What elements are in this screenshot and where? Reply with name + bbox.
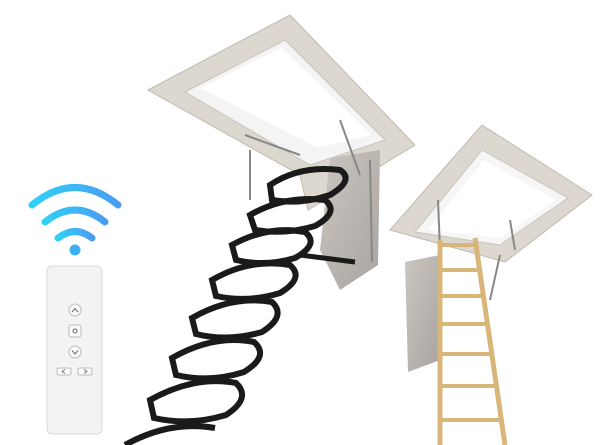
down-arrow-icon[interactable] <box>68 345 82 359</box>
wifi-dot <box>69 244 81 256</box>
wifi-icon <box>28 184 122 242</box>
left-arrow-icon[interactable] <box>56 367 72 376</box>
remote-control <box>46 265 103 435</box>
stop-icon[interactable] <box>68 324 82 338</box>
attic-hatch-large <box>146 14 416 290</box>
attic-hatch-small <box>389 124 593 372</box>
scissor-ladder <box>123 166 356 445</box>
wooden-ladder <box>437 237 508 445</box>
up-arrow-icon[interactable] <box>68 303 82 317</box>
right-arrow-icon[interactable] <box>77 367 93 376</box>
